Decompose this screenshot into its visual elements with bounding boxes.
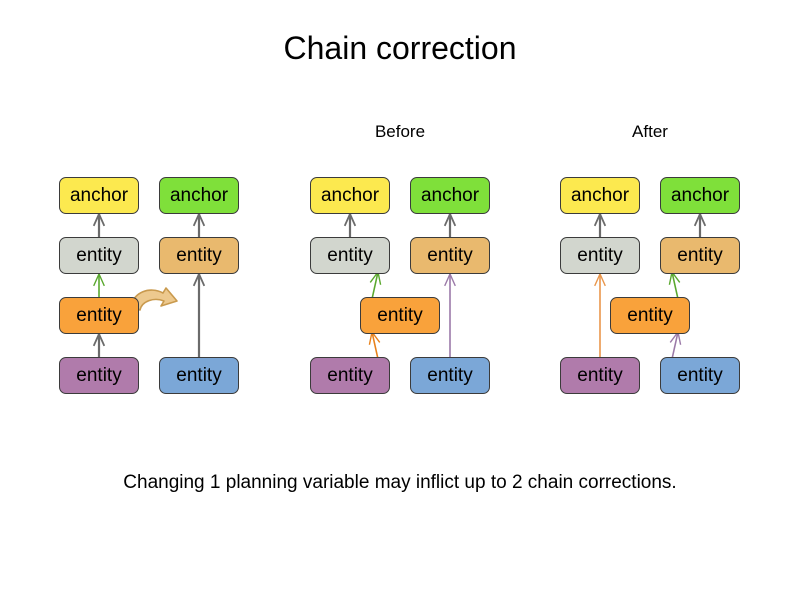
chain-edge-arrow: [593, 211, 607, 237]
chain-node-label: entity: [176, 245, 222, 266]
chain-node-entity[interactable]: entity: [610, 297, 690, 334]
chain-node-anchor[interactable]: anchor: [310, 177, 390, 214]
chain-edge-arrow: [368, 330, 381, 360]
chain-node-label: anchor: [570, 185, 630, 206]
chain-node-entity[interactable]: entity: [560, 237, 640, 274]
chain-node-entity[interactable]: entity: [310, 237, 390, 274]
chain-node-anchor[interactable]: anchor: [410, 177, 490, 214]
chain-edge-arrow: [693, 211, 707, 237]
chain-edge-arrow: [92, 211, 106, 237]
chain-node-label: entity: [377, 305, 423, 326]
chain-node-entity[interactable]: entity: [59, 357, 139, 394]
chain-node-label: entity: [76, 365, 122, 386]
chain-edge-arrow: [93, 272, 105, 297]
chain-node-label: entity: [627, 305, 673, 326]
chain-node-anchor[interactable]: anchor: [59, 177, 139, 214]
chain-node-anchor[interactable]: anchor: [660, 177, 740, 214]
chain-node-entity[interactable]: entity: [410, 237, 490, 274]
chain-edge-arrow: [92, 331, 106, 357]
chain-node-label: entity: [176, 365, 222, 386]
chain-node-entity[interactable]: entity: [159, 357, 239, 394]
chain-node-entity[interactable]: entity: [660, 237, 740, 274]
chain-node-label: anchor: [420, 185, 480, 206]
chain-node-label: anchor: [320, 185, 380, 206]
chain-edge-arrow: [594, 272, 606, 357]
chain-edge-arrow: [369, 270, 382, 300]
chain-node-entity[interactable]: entity: [360, 297, 440, 334]
chain-node-entity[interactable]: entity: [59, 297, 139, 334]
chain-node-anchor[interactable]: anchor: [560, 177, 640, 214]
chain-node-label: entity: [76, 305, 122, 326]
chain-edge-arrow: [444, 272, 456, 357]
slide-caption: Changing 1 planning variable may inflict…: [123, 472, 677, 493]
chain-node-label: anchor: [69, 185, 129, 206]
chain-edge-arrow: [192, 211, 206, 237]
chain-node-label: entity: [76, 245, 122, 266]
chain-edge-arrow: [343, 211, 357, 237]
panel-label-after: After: [632, 122, 668, 141]
chain-node-label: anchor: [670, 185, 730, 206]
chain-edge-arrow: [669, 330, 682, 360]
chain-node-entity[interactable]: entity: [410, 357, 490, 394]
chain-node-label: anchor: [169, 185, 229, 206]
chain-edge-arrow: [668, 270, 681, 300]
chain-node-label: entity: [577, 365, 623, 386]
chain-node-entity[interactable]: entity: [560, 357, 640, 394]
chain-node-label: entity: [677, 365, 723, 386]
chain-node-label: entity: [577, 245, 623, 266]
chain-node-entity[interactable]: entity: [660, 357, 740, 394]
chain-node-entity[interactable]: entity: [59, 237, 139, 274]
chain-node-anchor[interactable]: anchor: [159, 177, 239, 214]
chain-node-label: entity: [427, 365, 473, 386]
page-title: Chain correction: [283, 30, 517, 66]
panel-label-before: Before: [374, 122, 426, 141]
chain-node-label: entity: [677, 245, 723, 266]
chain-node-label: entity: [427, 245, 473, 266]
chain-node-label: entity: [327, 245, 373, 266]
chain-edge-arrow: [443, 211, 457, 237]
chain-edge-arrow: [192, 271, 206, 357]
chain-node-label: entity: [327, 365, 373, 386]
chain-node-entity[interactable]: entity: [159, 237, 239, 274]
chain-node-entity[interactable]: entity: [310, 357, 390, 394]
